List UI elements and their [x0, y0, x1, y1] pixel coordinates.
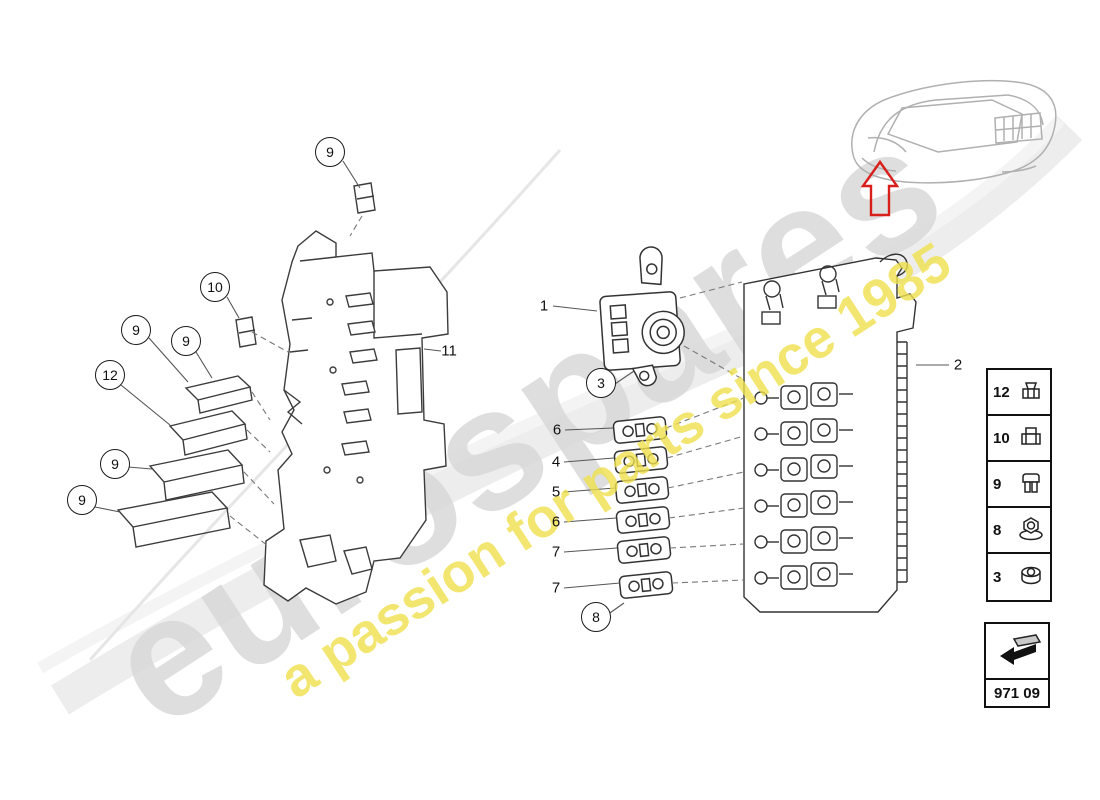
hex-nut-icon	[1021, 566, 1041, 585]
assembly-lines	[229, 215, 745, 584]
legend-label: 8	[993, 521, 1002, 539]
legend-row[interactable]: 9	[988, 462, 1050, 508]
callout-3[interactable]: 3	[586, 368, 616, 398]
ref-label-2: 2	[953, 356, 963, 374]
ref-label-4: 4	[551, 453, 561, 471]
legend-label: 12	[993, 383, 1010, 401]
standard-blade-fuse-icon	[1022, 473, 1040, 493]
callout-12[interactable]: 12	[95, 360, 125, 390]
ref-label-1: 1	[539, 297, 549, 315]
callout-9[interactable]: 9	[315, 137, 345, 167]
orientation-arrow-icon	[1000, 634, 1042, 665]
retaining-clips	[116, 182, 376, 548]
legend-label: 9	[993, 475, 1002, 493]
fuse-strips	[612, 416, 674, 599]
ref-label-7: 7	[551, 579, 561, 597]
callout-10[interactable]: 10	[200, 272, 230, 302]
fuse-legend-table: 12 10 9 8 3	[986, 368, 1052, 602]
legend-label: 3	[993, 568, 1002, 586]
ref-label-7: 7	[551, 543, 561, 561]
car-top-view	[851, 79, 1057, 184]
mini-blade-fuse-icon	[1021, 427, 1041, 445]
location-arrow-icon	[860, 159, 900, 217]
flange-nut-icon	[1019, 517, 1043, 541]
part-code: 971 09	[994, 684, 1040, 702]
callout-8[interactable]: 8	[581, 602, 611, 632]
legend-label: 10	[993, 429, 1010, 447]
legend-row[interactable]: 10	[988, 416, 1050, 462]
ref-label-11: 11	[441, 342, 457, 360]
callout-9[interactable]: 9	[100, 449, 130, 479]
orientation-arrow	[986, 624, 1048, 680]
callout-9[interactable]: 9	[67, 485, 97, 515]
callout-9[interactable]: 9	[171, 326, 201, 356]
ref-label-5: 5	[551, 483, 561, 501]
fuse-box-bracket	[263, 230, 449, 605]
ref-label-6: 6	[551, 513, 561, 531]
part-number-box: 971 09	[984, 622, 1050, 708]
legend-row[interactable]: 8	[988, 508, 1050, 554]
legend-row[interactable]: 3	[988, 554, 1050, 600]
fuse-box	[743, 253, 917, 613]
ref-label-6: 6	[552, 421, 562, 439]
relay-part	[599, 246, 685, 387]
legend-row[interactable]: 12	[988, 370, 1050, 416]
callout-9[interactable]: 9	[121, 315, 151, 345]
micro-blade-fuse-icon	[1022, 382, 1040, 399]
